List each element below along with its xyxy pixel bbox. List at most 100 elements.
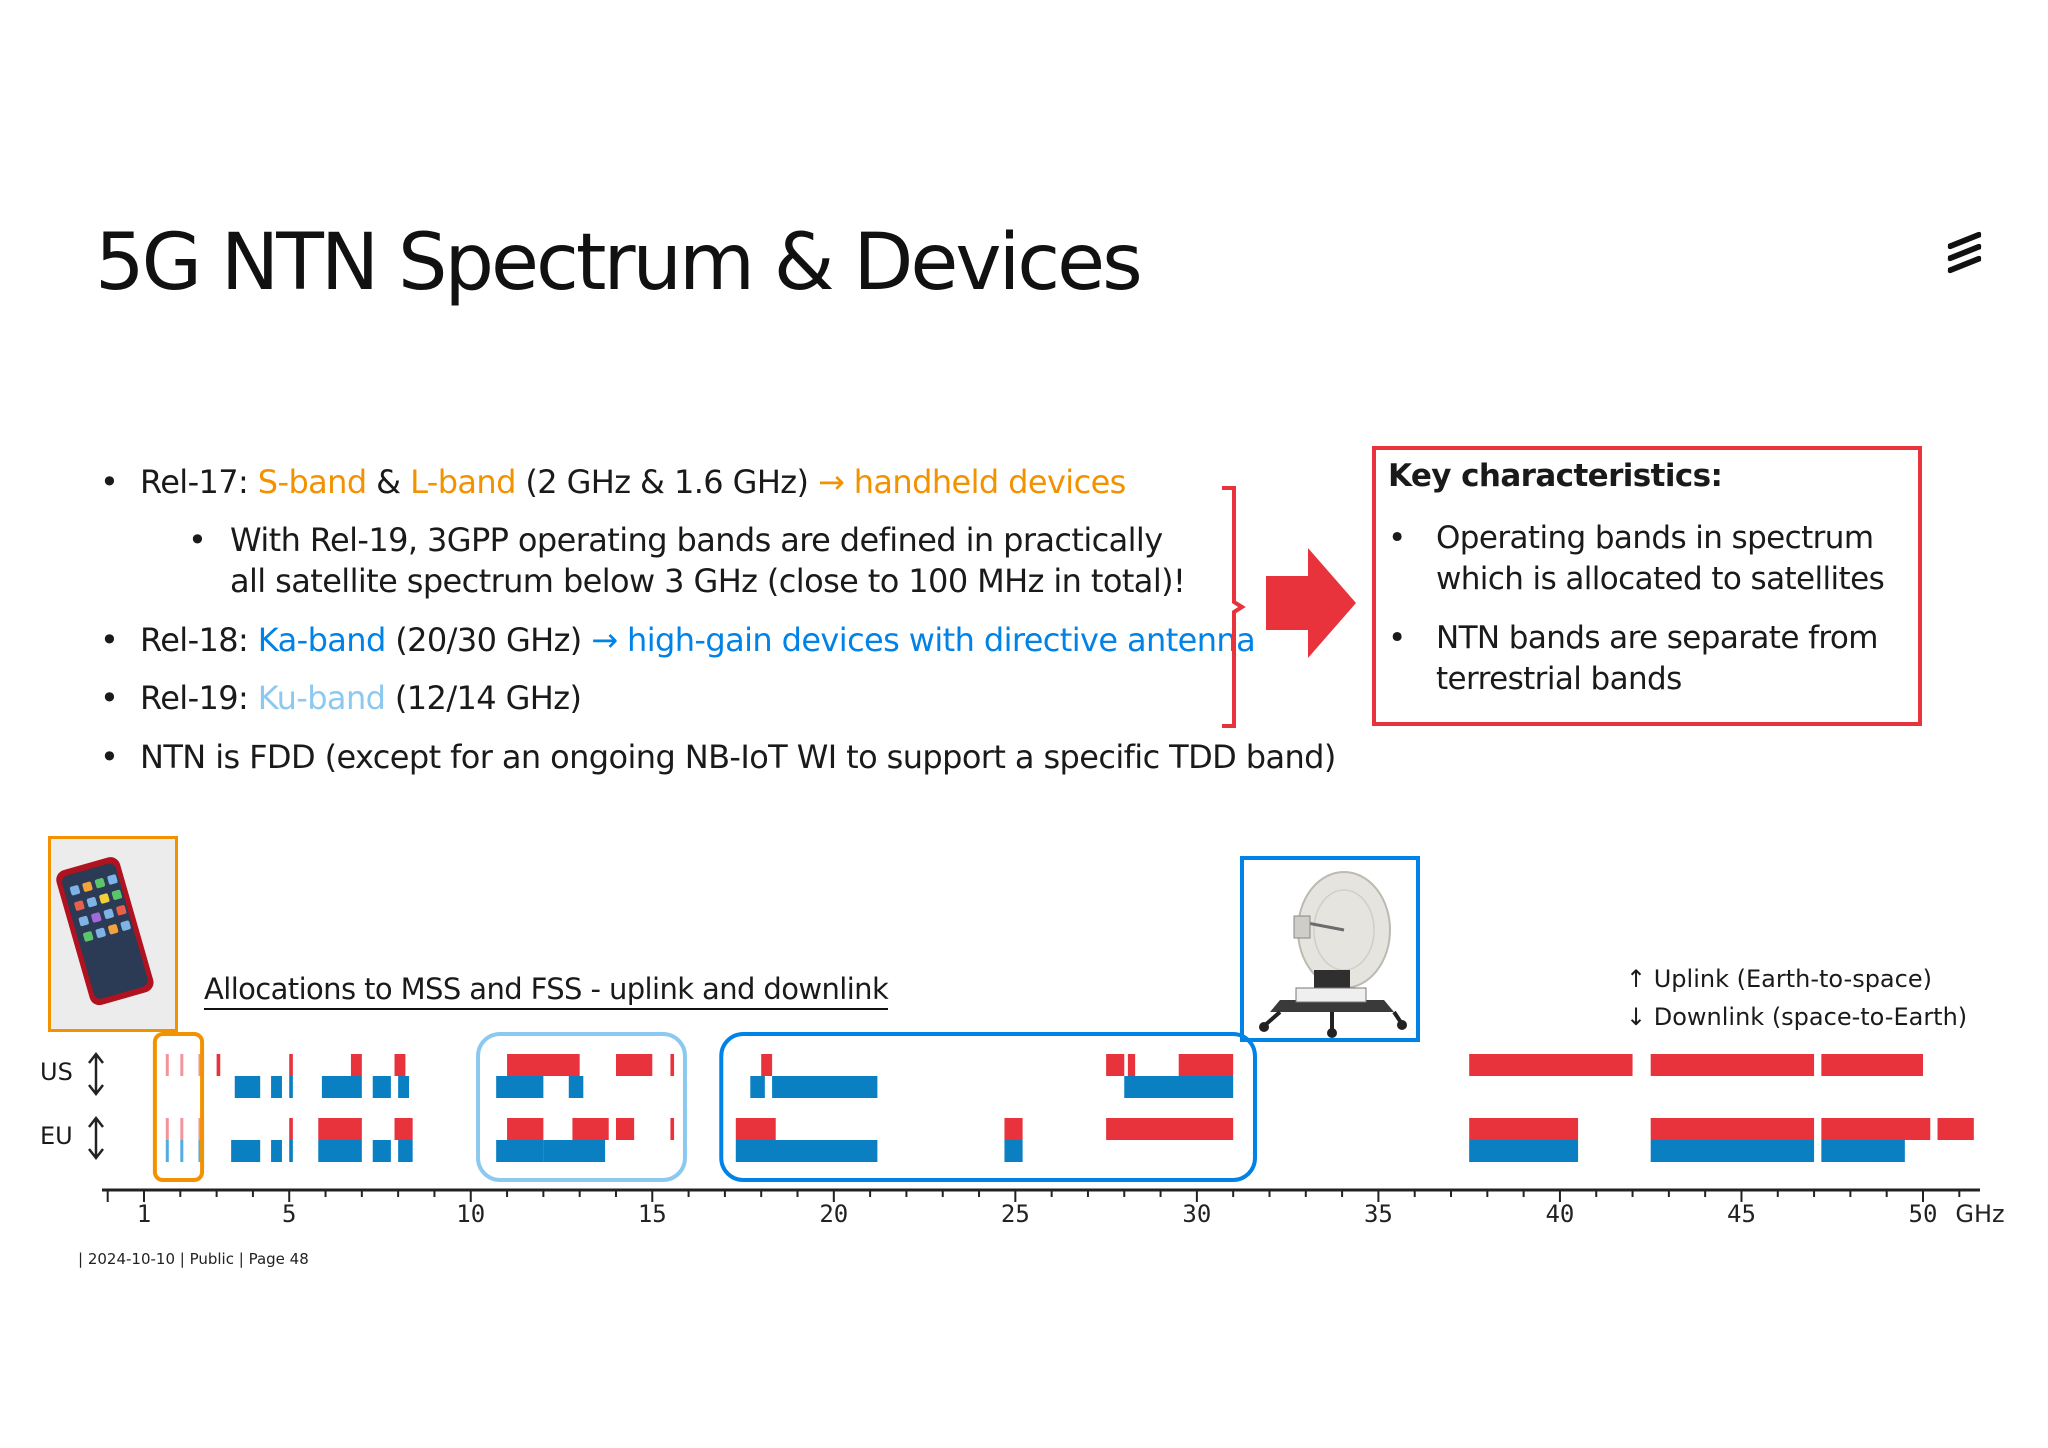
rel19-label: Rel-19: xyxy=(140,679,258,717)
chart-legend: ↑ Uplink (Earth-to-space) ↓ Downlink (sp… xyxy=(1626,960,1967,1036)
band-bar xyxy=(350,1054,362,1076)
band-bar xyxy=(1937,1118,1974,1140)
key-item-line: Operating bands in spectrum xyxy=(1436,520,1874,556)
key-characteristics-box: Key characteristics: • Operating bands i… xyxy=(1372,446,1922,726)
bullet-dot: • xyxy=(100,463,119,501)
band-bar xyxy=(496,1076,544,1098)
rel19-freq: (12/14 GHz) xyxy=(385,679,582,717)
band-bar xyxy=(198,1140,202,1162)
band-bar xyxy=(586,1140,606,1162)
band-bar xyxy=(1004,1140,1023,1162)
bullet-dot: • xyxy=(100,679,119,717)
band-bar xyxy=(761,1054,773,1076)
x-tick-label: 35 xyxy=(1364,1200,1393,1228)
band-bar xyxy=(735,1140,878,1162)
band-bar xyxy=(572,1118,609,1140)
bullet-dot: • xyxy=(1388,620,1406,656)
up-down-arrow-icon xyxy=(88,1051,104,1097)
arrow-right-icon: → xyxy=(817,463,845,501)
band-bar xyxy=(1469,1054,1633,1076)
band-bar xyxy=(1106,1054,1125,1076)
x-tick-label: 50 xyxy=(1909,1200,1938,1228)
band-bar xyxy=(198,1054,202,1076)
satellite-dish-icon xyxy=(1259,871,1407,1038)
x-tick-label: 10 xyxy=(456,1200,485,1228)
page-title: 5G NTN Spectrum & Devices xyxy=(95,218,1143,308)
rel17-label: Rel-17: xyxy=(140,463,258,501)
right-brace-icon xyxy=(1222,486,1246,728)
band-bar xyxy=(165,1140,169,1162)
band-bar xyxy=(289,1076,293,1098)
band-bar xyxy=(1469,1118,1579,1140)
band-bar xyxy=(1872,1140,1884,1162)
ka-band-highlight xyxy=(719,1032,1257,1182)
ku-band-text: Ku-band xyxy=(257,679,386,717)
band-bar xyxy=(198,1118,202,1140)
x-tick-label: 1 xyxy=(137,1200,151,1228)
band-bar xyxy=(507,1054,580,1076)
band-bar xyxy=(1650,1118,1815,1140)
amp-text: & xyxy=(366,463,411,501)
band-bar xyxy=(180,1140,184,1162)
band-bar xyxy=(1832,1140,1844,1162)
band-bar xyxy=(321,1076,362,1098)
band-bar xyxy=(496,1140,544,1162)
ericsson-logo xyxy=(1947,231,1982,274)
handheld-band-highlight xyxy=(152,1032,205,1182)
band-bar xyxy=(216,1054,221,1076)
s-band-text: S-band xyxy=(257,463,367,501)
bullet-dot: • xyxy=(1388,520,1406,556)
page-footer: | 2024-10-10 | Public | Page 48 xyxy=(78,1250,309,1268)
sub-line-2: all satellite spectrum below 3 GHz (clos… xyxy=(230,562,1186,600)
key-item-line: terrestrial bands xyxy=(1436,661,1682,697)
band-bar xyxy=(165,1118,169,1140)
band-bar xyxy=(543,1140,595,1162)
up-down-arrow-icon xyxy=(88,1115,104,1161)
handheld-device-image xyxy=(48,836,178,1032)
band-bar xyxy=(615,1054,653,1076)
band-bar xyxy=(231,1140,261,1162)
x-tick-label: 40 xyxy=(1545,1200,1574,1228)
band-bar xyxy=(318,1118,362,1140)
band-bar xyxy=(318,1140,362,1162)
ku-band-highlight xyxy=(476,1032,687,1182)
band-bar xyxy=(289,1140,293,1162)
band-bar xyxy=(615,1118,635,1140)
x-tick-label: 45 xyxy=(1727,1200,1756,1228)
allocations-title: Allocations to MSS and FSS - uplink and … xyxy=(204,972,889,1010)
smartphone-icon xyxy=(51,839,175,1029)
sub-line-1: With Rel-19, 3GPP operating bands are de… xyxy=(230,521,1163,559)
band-bar xyxy=(1650,1140,1815,1162)
band-bar xyxy=(398,1140,413,1162)
big-arrow-icon xyxy=(1266,548,1356,658)
x-tick-label: 15 xyxy=(638,1200,667,1228)
band-bar xyxy=(1821,1054,1923,1076)
band-bar xyxy=(1127,1054,1136,1076)
x-tick-label: 25 xyxy=(1001,1200,1030,1228)
row-label-eu: EU xyxy=(40,1122,73,1150)
band-bar xyxy=(289,1118,293,1140)
x-axis-unit: GHz xyxy=(1955,1200,2004,1228)
band-bar xyxy=(289,1054,293,1076)
band-bar xyxy=(271,1140,282,1162)
rel17-freq: (2 GHz & 1.6 GHz) xyxy=(515,463,818,501)
band-bar xyxy=(1178,1054,1234,1076)
handheld-devices-text: handheld devices xyxy=(844,463,1127,501)
high-gain-devices-text: high-gain devices with directive antenna xyxy=(617,621,1256,659)
bullet-dot: • xyxy=(100,738,119,776)
band-bar xyxy=(568,1076,584,1098)
l-band-text: L-band xyxy=(410,463,516,501)
x-tick-label: 30 xyxy=(1182,1200,1211,1228)
band-bar xyxy=(1821,1118,1931,1140)
band-bar xyxy=(372,1140,391,1162)
ka-band-text: Ka-band xyxy=(257,621,387,659)
band-bar xyxy=(1004,1118,1023,1140)
bullet-dot: • xyxy=(100,621,119,659)
band-bar xyxy=(735,1118,776,1140)
key-item-line: NTN bands are separate from xyxy=(1436,620,1878,656)
key-characteristics-title: Key characteristics: xyxy=(1388,458,1723,494)
band-bar xyxy=(271,1076,282,1098)
band-bar xyxy=(750,1076,765,1098)
band-bar xyxy=(234,1076,261,1098)
